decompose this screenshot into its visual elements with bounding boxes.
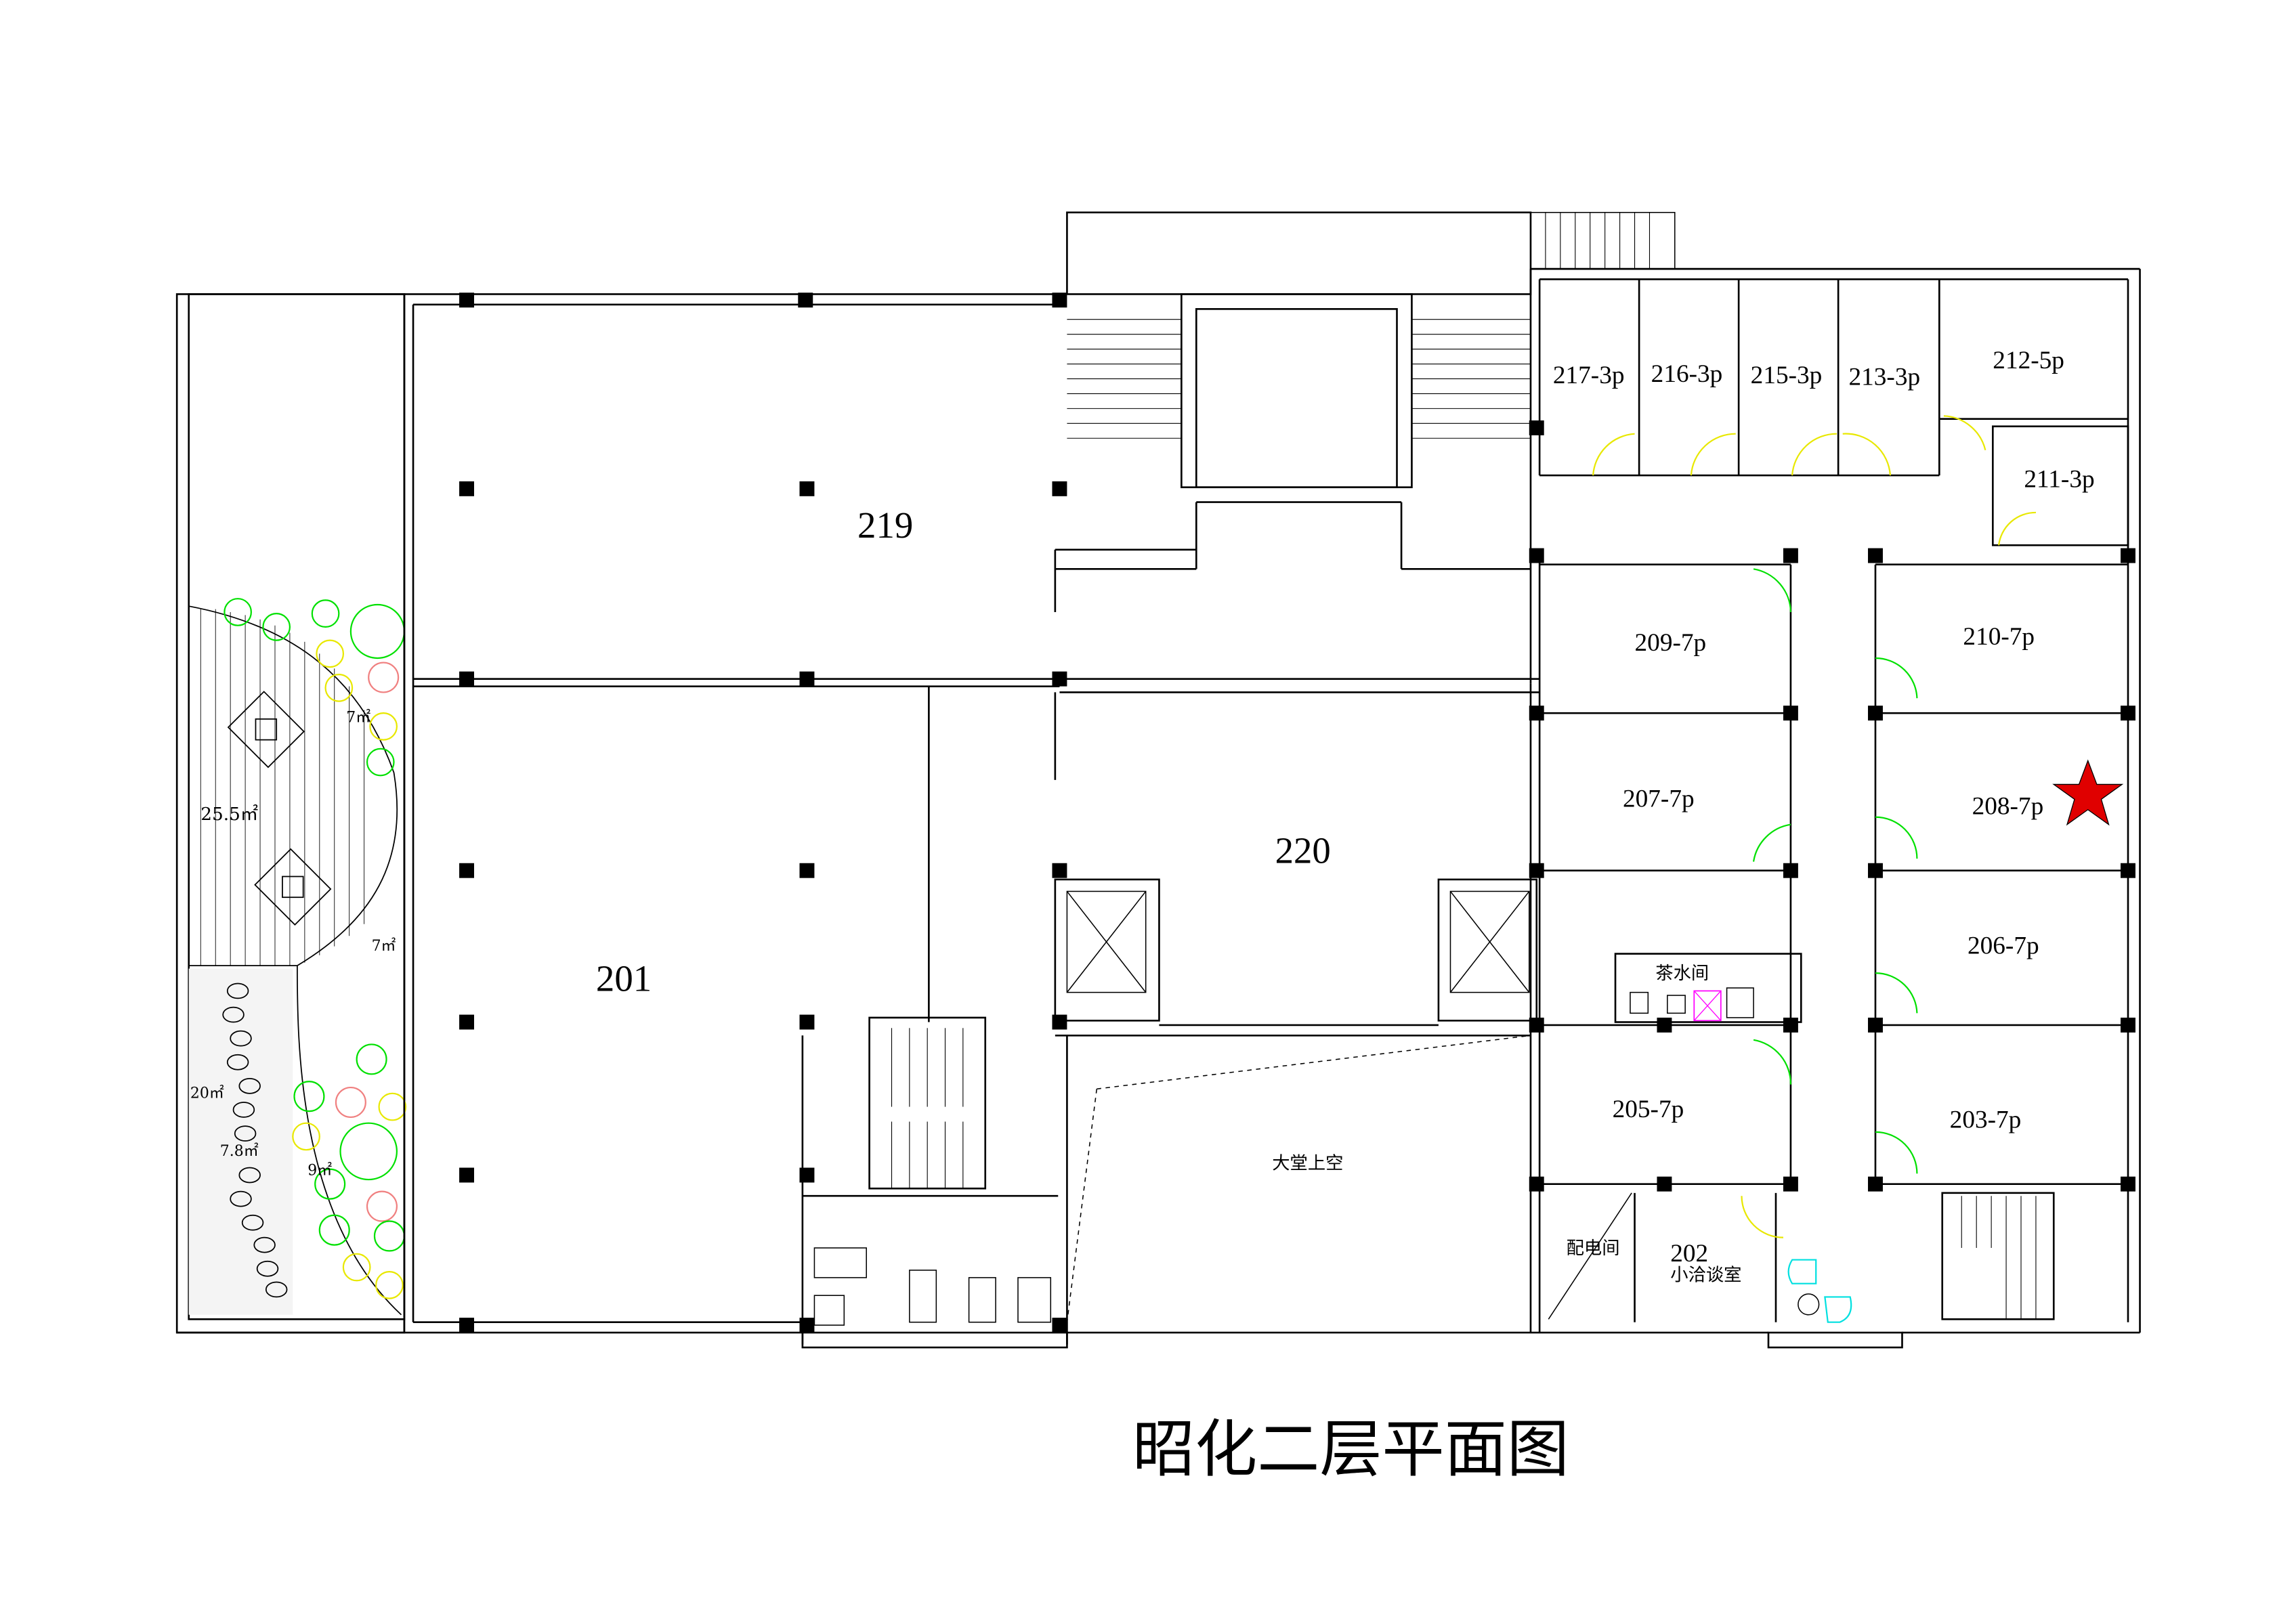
room-label-203: 203-7p — [1950, 1106, 2022, 1133]
room-label-meeting: 小洽谈室 — [1670, 1265, 1741, 1285]
room-label-213: 213-3p — [1848, 363, 1920, 391]
room-label-209: 209-7p — [1635, 629, 1707, 657]
garden-area-label: 7㎡ — [346, 708, 370, 726]
room-label-207: 207-7p — [1623, 785, 1695, 813]
room-label-215: 215-3p — [1751, 362, 1823, 389]
room-label-210: 210-7p — [1963, 623, 2035, 651]
room-label-220: 220 — [1275, 830, 1331, 871]
doors — [1592, 415, 2036, 1238]
garden-area-label: 20㎡ — [190, 1084, 224, 1102]
garden-area-label: 25.5㎡ — [200, 804, 258, 825]
room-label-electrical: 配电间 — [1567, 1238, 1620, 1259]
lounge-chairs — [1787, 1259, 1852, 1323]
room-label-219: 219 — [857, 504, 913, 546]
columns — [459, 293, 2135, 1333]
table-set-icon — [227, 691, 332, 926]
walls — [177, 211, 2141, 1349]
room-label-atrium: 大堂上空 — [1272, 1154, 1343, 1174]
garden-area-label: 7.8㎡ — [220, 1142, 259, 1160]
garden: 25.5㎡ 7㎡ 7㎡ 20㎡ 7.8㎡ 9㎡ — [175, 293, 407, 1334]
room-label-212: 212-5p — [1993, 347, 2064, 374]
garden-area-label: 9㎡ — [307, 1161, 332, 1179]
room-label-208: 208-7p — [1972, 792, 2044, 820]
garden-area-label: 7㎡ — [372, 937, 396, 955]
stepping-stones — [222, 982, 288, 1298]
star-icon — [2052, 759, 2124, 826]
room-label-tea-room: 茶水间 — [1655, 964, 1709, 984]
room-label-216: 216-3p — [1651, 360, 1723, 388]
plan-title: 昭化二层平面图 — [1132, 1412, 1569, 1486]
room-label-202: 202 — [1670, 1240, 1708, 1268]
room-label-211: 211-3p — [2024, 466, 2094, 494]
room-label-206: 206-7p — [1968, 932, 2039, 960]
room-label-201: 201 — [596, 957, 652, 999]
room-labels: 219 201 220 大堂上空 217-3p 216-3p 215-3p 21… — [596, 347, 2095, 1285]
room-label-205: 205-7p — [1613, 1096, 1684, 1123]
room-label-217: 217-3p — [1553, 362, 1625, 389]
